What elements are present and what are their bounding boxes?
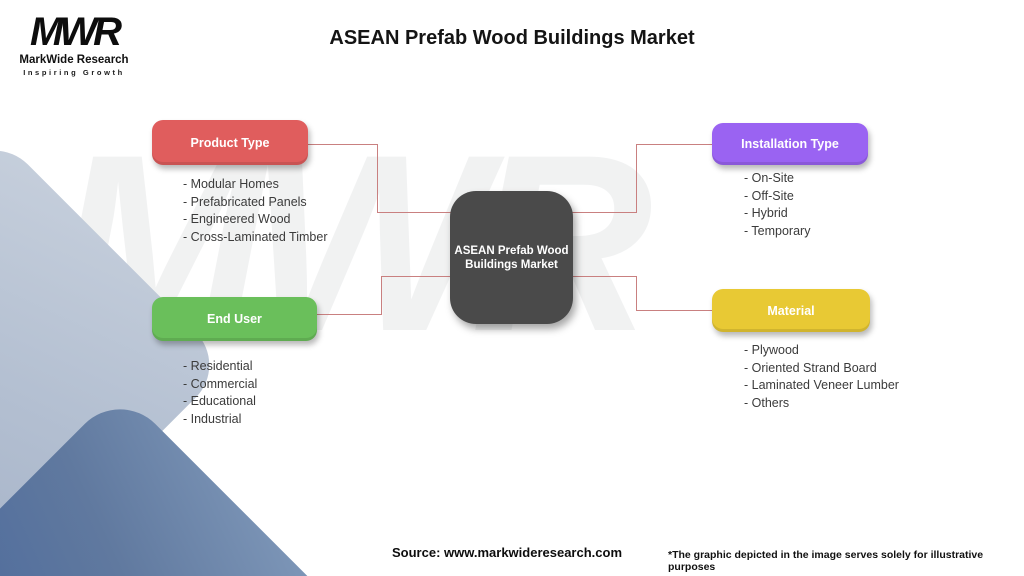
list-item: - Hybrid (744, 206, 788, 220)
logo-monogram: MWR (30, 10, 122, 54)
list-item: - Off-Site (744, 188, 794, 203)
branch-box-end-user: End User (152, 297, 317, 341)
list-item: - Engineered Wood (183, 212, 291, 226)
connector-line (572, 212, 637, 213)
branch-list-end-user: - Residential - Commercial - Educational - … (183, 358, 257, 428)
branch-list-product-type: - Modular Homes - Prefabricated Panels - E… (183, 176, 328, 246)
logo-name: MarkWide Research (19, 54, 129, 66)
connector-line (377, 144, 378, 213)
branch-label: Installation Type (741, 137, 839, 151)
connector-line (636, 276, 637, 311)
center-node-label-line1: ASEAN Prefab Wood (454, 244, 569, 257)
branch-box-installation-type: Installation Type (712, 123, 868, 165)
connector-line (381, 276, 382, 315)
list-item: - Plywood (744, 343, 799, 357)
list-item: - Temporary (744, 223, 811, 238)
disclaimer-text: *The graphic depicted in the image serve… (668, 549, 984, 573)
connector-line (307, 144, 378, 145)
list-item: - Residential (183, 359, 253, 373)
logo-tagline: Inspiring Growth (23, 68, 125, 77)
center-node-label-line2: Buildings Market (465, 258, 558, 271)
list-item: - Commercial (183, 376, 258, 391)
list-item: - Laminated Veneer Lumber (744, 378, 899, 392)
list-item: - Cross-Laminated Timber (183, 229, 328, 244)
branch-label: End User (207, 312, 262, 326)
branch-label: Material (767, 303, 815, 318)
connector-line (381, 276, 451, 277)
connector-line (636, 144, 713, 145)
list-item: - Educational (183, 394, 256, 408)
list-item: - Prefabricated Panels (183, 194, 307, 209)
branch-label: Product Type (190, 135, 270, 150)
list-item: - Oriented Strand Board (744, 360, 877, 375)
source-text: Source: www.markwideresearch.com (392, 545, 623, 560)
connector-line (316, 314, 382, 315)
connector-line (377, 212, 451, 213)
connector-line (572, 276, 637, 277)
branch-box-product-type: Product Type (152, 120, 308, 165)
page-title: ASEAN Prefab Wood Buildings Market (329, 27, 695, 49)
list-item: - Modular Homes (183, 177, 279, 191)
branch-box-material: Material (712, 289, 870, 332)
branch-list-material: - Plywood - Oriented Strand Board - Lamina… (744, 342, 899, 412)
center-node: ASEAN Prefab Wood Buildings Market (450, 191, 573, 324)
list-item: - Others (744, 395, 790, 410)
connector-line (636, 310, 713, 311)
list-item: - Industrial (183, 411, 242, 426)
brand-logo: MWR MarkWide Research Inspiring Growth (18, 10, 130, 78)
branch-list-installation-type: - On-Site - Off-Site - Hybrid - Temporary (744, 170, 810, 240)
list-item: - On-Site (744, 171, 795, 185)
connector-line (636, 144, 637, 213)
